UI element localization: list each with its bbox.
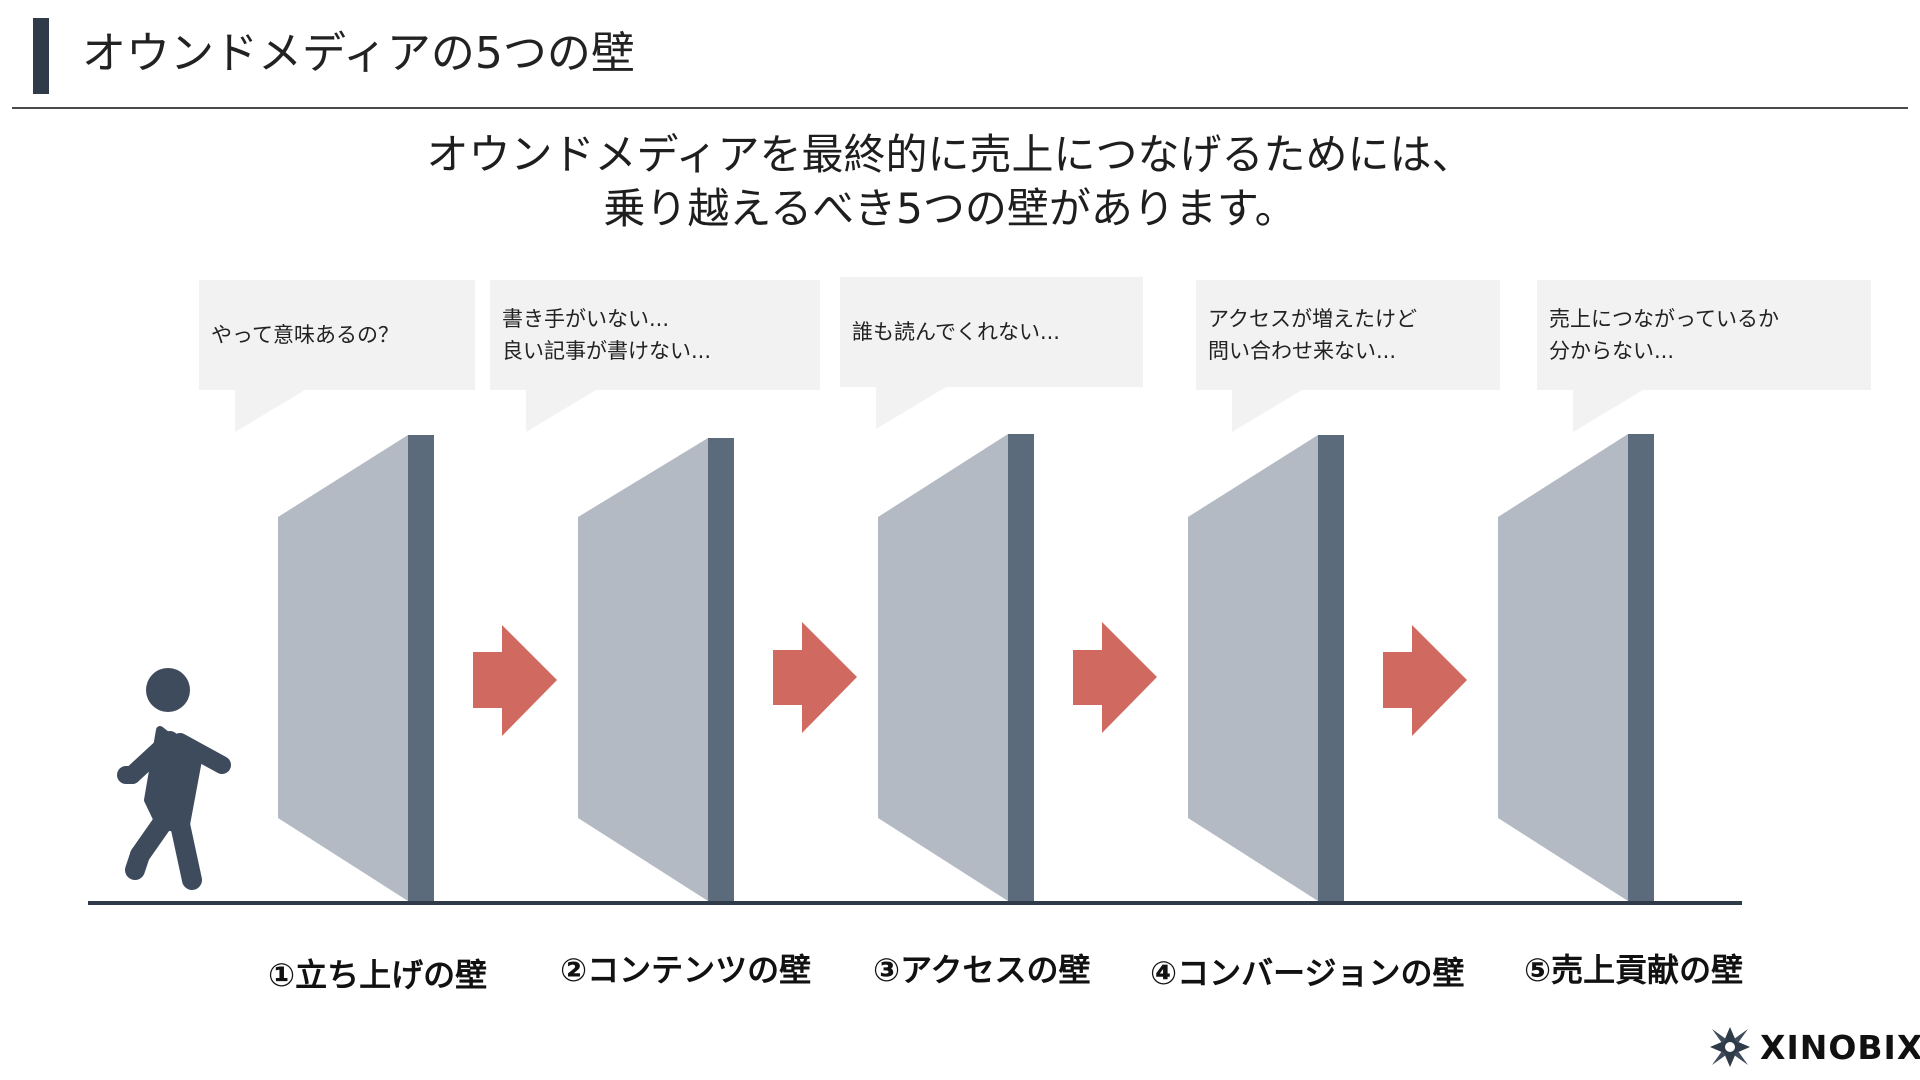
bubble-2-line-1: 書き手がいない... (502, 307, 670, 331)
speech-bubble-3: 誰も読んでくれない... (840, 277, 1143, 429)
wall-2-label: ②コンテンツの壁 (560, 951, 812, 989)
bubble-3-line-1: 誰も読んでくれない... (852, 320, 1060, 344)
lead-line-2: 乗り越えるべき5つの壁があります。 (603, 184, 1297, 233)
walking-person-icon (117, 668, 231, 890)
bubble-5-line-1: 売上につながっているか (1549, 307, 1779, 331)
wall-1-label: ①立ち上げの壁 (268, 956, 488, 994)
bubble-2-line-2: 良い記事が書けない... (502, 339, 712, 363)
wall-1 (278, 435, 434, 901)
title-accent-bar (33, 18, 49, 94)
wall-3 (878, 434, 1034, 901)
wall-5 (1498, 434, 1654, 901)
right-arrow-icon (1073, 622, 1157, 733)
right-arrow-icon (773, 622, 857, 733)
bubble-5-line-2: 分からない... (1549, 339, 1675, 363)
lead-line-1: オウンドメディアを最終的に売上につなげるためには、 (426, 130, 1474, 179)
speech-bubble-1: やって意味あるの？ (199, 280, 475, 432)
title-divider (12, 107, 1908, 109)
wall-2 (578, 438, 734, 901)
page-title: オウンドメディアの5つの壁 (82, 28, 635, 79)
brand-logo: XINOBIX (1708, 1025, 1920, 1069)
speech-bubble-5: 売上につながっているか 分からない... (1537, 280, 1871, 432)
wall-3-label: ③アクセスの壁 (873, 951, 1091, 989)
wall-4 (1188, 435, 1344, 901)
bubble-4-line-2: 問い合わせ来ない... (1208, 339, 1397, 363)
bubble-4-line-1: アクセスが増えたけど (1208, 307, 1417, 331)
wall-4-label: ④コンバージョンの壁 (1150, 954, 1465, 992)
xinobix-logo-icon (1710, 1027, 1750, 1067)
right-arrow-icon (1383, 625, 1467, 736)
right-arrow-icon (473, 625, 557, 736)
lead-text: オウンドメディアを最終的に売上につなげるためには、 乗り越えるべき5つの壁があり… (260, 128, 1640, 236)
wall-5-label: ⑤売上貢献の壁 (1524, 951, 1744, 989)
bubble-1-line-1: やって意味あるの？ (211, 323, 399, 347)
speech-bubble-2: 書き手がいない... 良い記事が書けない... (490, 280, 820, 432)
speech-bubble-4: アクセスが増えたけど 問い合わせ来ない... (1196, 280, 1500, 432)
logo-text: XINOBIX (1760, 1027, 1920, 1067)
